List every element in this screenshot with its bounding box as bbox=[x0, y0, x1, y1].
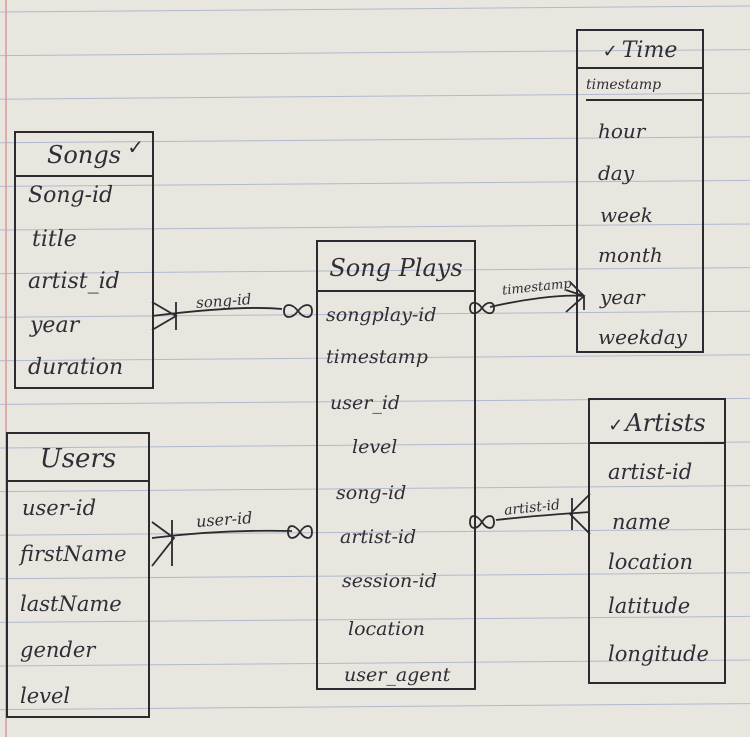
field-session-id: session-id bbox=[342, 570, 437, 592]
field-user-id: user-id bbox=[22, 496, 97, 520]
time-fields: timestamp hour day week month year weekd… bbox=[578, 69, 702, 351]
rel-label-user-id: user-id bbox=[195, 508, 254, 531]
field-title: title bbox=[32, 227, 77, 252]
users-title: Users bbox=[39, 444, 117, 474]
songs-songplays-line bbox=[151, 307, 283, 317]
field-day: day bbox=[598, 161, 635, 185]
songplays-infinity-3 bbox=[469, 301, 495, 315]
artists-fields: artist-id name location latitude longitu… bbox=[590, 444, 724, 682]
ruled-line bbox=[0, 49, 750, 57]
field-weekday: weekday bbox=[598, 325, 687, 349]
time-header: ✓Time bbox=[578, 31, 702, 69]
ruled-lines bbox=[0, 5, 750, 711]
field-duration: duration bbox=[28, 355, 124, 380]
field-latitude: latitude bbox=[608, 594, 691, 618]
artists-table: ✓Artists artist-id name location latitud… bbox=[588, 398, 726, 684]
artists-crowfoot bbox=[568, 493, 591, 535]
songs-fields: Song-id title artist_id year duration bbox=[16, 177, 152, 387]
songplays-fields: songplay-id timestamp user_id level song… bbox=[318, 292, 474, 688]
field-timestamp: timestamp bbox=[326, 346, 428, 368]
field-level: level bbox=[20, 684, 71, 708]
field-month: month bbox=[598, 243, 663, 267]
relationship-connectors bbox=[151, 281, 591, 567]
time-table: ✓Time timestamp hour day week month year… bbox=[576, 29, 704, 353]
field-artist-id: artist_id bbox=[28, 269, 120, 294]
ruled-line bbox=[0, 5, 750, 13]
ruled-line bbox=[0, 354, 750, 362]
users-header: Users bbox=[8, 434, 148, 482]
songplays-infinity-4 bbox=[469, 515, 495, 529]
ruled-line bbox=[0, 267, 750, 275]
songplays-infinity-2 bbox=[287, 525, 313, 539]
songplays-header: Song Plays bbox=[318, 242, 474, 292]
ruled-line bbox=[0, 572, 750, 580]
songs-header: Songs bbox=[16, 133, 152, 177]
songplays-title: Song Plays bbox=[329, 254, 463, 282]
rel-label-song-id: song-id bbox=[195, 290, 253, 312]
field-user-id: user_id bbox=[330, 392, 401, 414]
time-crowfoot bbox=[565, 281, 586, 313]
field-firstname: firstName bbox=[20, 542, 127, 566]
field-year: year bbox=[30, 313, 80, 338]
artists-checkmark-icon: ✓ bbox=[608, 415, 624, 436]
field-location: location bbox=[348, 618, 425, 640]
users-fields: user-id firstName lastName gender level bbox=[8, 482, 148, 716]
songplays-infinity-1 bbox=[283, 304, 313, 318]
ruled-line bbox=[0, 659, 750, 667]
songplays-table: Song Plays songplay-id timestamp user_id… bbox=[316, 240, 476, 690]
field-longitude: longitude bbox=[608, 642, 709, 666]
users-table: Users user-id firstName lastName gender … bbox=[6, 432, 150, 718]
time-checkmark-icon: ✓ bbox=[602, 41, 618, 62]
ruled-line bbox=[0, 528, 750, 536]
field-level: level bbox=[352, 436, 398, 458]
field-year: year bbox=[600, 285, 645, 309]
songs-title: Songs bbox=[46, 141, 122, 169]
ruled-line bbox=[0, 223, 750, 231]
field-song-id: song-id bbox=[336, 482, 407, 504]
field-gender: gender bbox=[20, 638, 96, 662]
songs-checkmark-icon: ✓ bbox=[127, 135, 144, 159]
songs-crowfoot bbox=[151, 301, 178, 331]
songs-table: Songs ✓ Song-id title artist_id year dur… bbox=[14, 131, 154, 389]
ruled-line bbox=[0, 179, 750, 187]
field-user-agent: user_agent bbox=[344, 664, 451, 686]
artists-header: ✓Artists bbox=[590, 400, 724, 444]
field-location: location bbox=[608, 550, 693, 574]
field-song-id: Song-id bbox=[28, 183, 114, 208]
ruled-line bbox=[0, 485, 750, 493]
field-name: name bbox=[612, 510, 671, 534]
users-crowfoot bbox=[151, 520, 176, 567]
ruled-line bbox=[0, 92, 750, 100]
field-artist-id: artist-id bbox=[340, 526, 417, 548]
field-artist-id: artist-id bbox=[608, 460, 693, 484]
ruled-line bbox=[0, 703, 750, 711]
field-lastname: lastName bbox=[20, 592, 122, 616]
field-week: week bbox=[600, 203, 653, 227]
ruled-line bbox=[0, 136, 750, 144]
field-timestamp: timestamp bbox=[586, 77, 702, 101]
songplays-artists-line bbox=[495, 511, 591, 521]
ruled-line bbox=[0, 310, 750, 318]
ruled-line bbox=[0, 615, 750, 623]
field-hour: hour bbox=[598, 119, 646, 143]
time-title: Time bbox=[621, 38, 678, 63]
users-songplays-line bbox=[151, 529, 293, 539]
artists-title: Artists bbox=[625, 409, 706, 437]
field-songplay-id: songplay-id bbox=[326, 304, 437, 326]
